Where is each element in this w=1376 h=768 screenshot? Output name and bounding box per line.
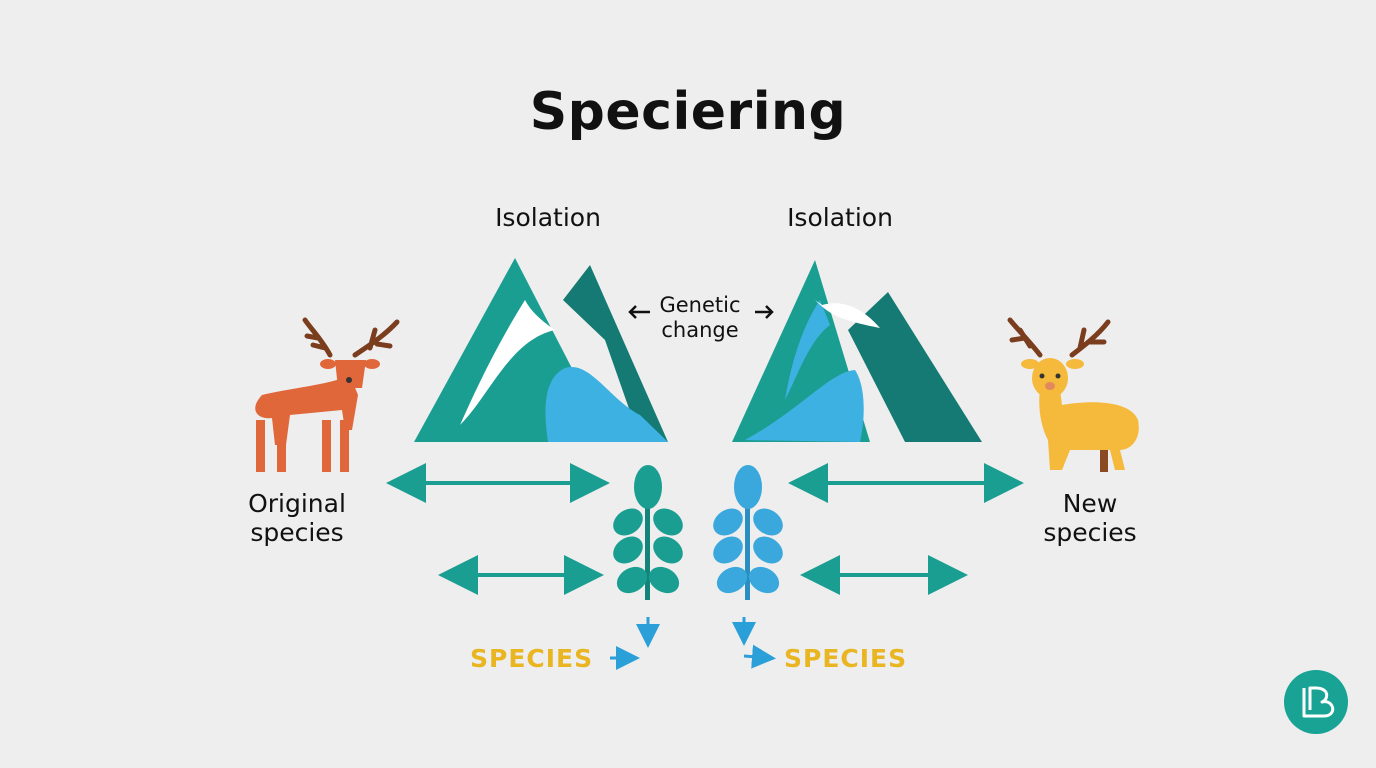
page-title: Speciering [529,82,847,142]
genetic-change-line2: change [661,318,739,342]
plant-icon-left [613,465,683,600]
species-label-right: SPECIES [784,644,908,673]
new-species-line1: New [1062,489,1118,518]
new-species-line2: species [1043,518,1137,547]
arrow-icon-species-left [610,617,660,670]
species-label-left: SPECIES [470,644,594,673]
arrow-icon-species-right [732,617,776,669]
original-species-label: Original species [222,489,372,547]
logo-icon [1284,670,1348,734]
new-species-label: New species [1015,489,1165,547]
genetic-change-label: Genetic change [640,293,760,343]
isolation-label-left: Isolation [495,203,601,232]
deer-icon-original [255,317,400,472]
deer-icon-new [1007,317,1139,472]
original-species-line1: Original [248,489,346,518]
double-arrow-icon-genetic [628,305,774,319]
mountain-icon-right [732,260,982,442]
isolation-label-right: Isolation [787,203,893,232]
plant-icon-right [713,465,783,600]
mountain-icon-left [414,258,668,442]
genetic-change-line1: Genetic [659,293,741,317]
original-species-line2: species [250,518,344,547]
